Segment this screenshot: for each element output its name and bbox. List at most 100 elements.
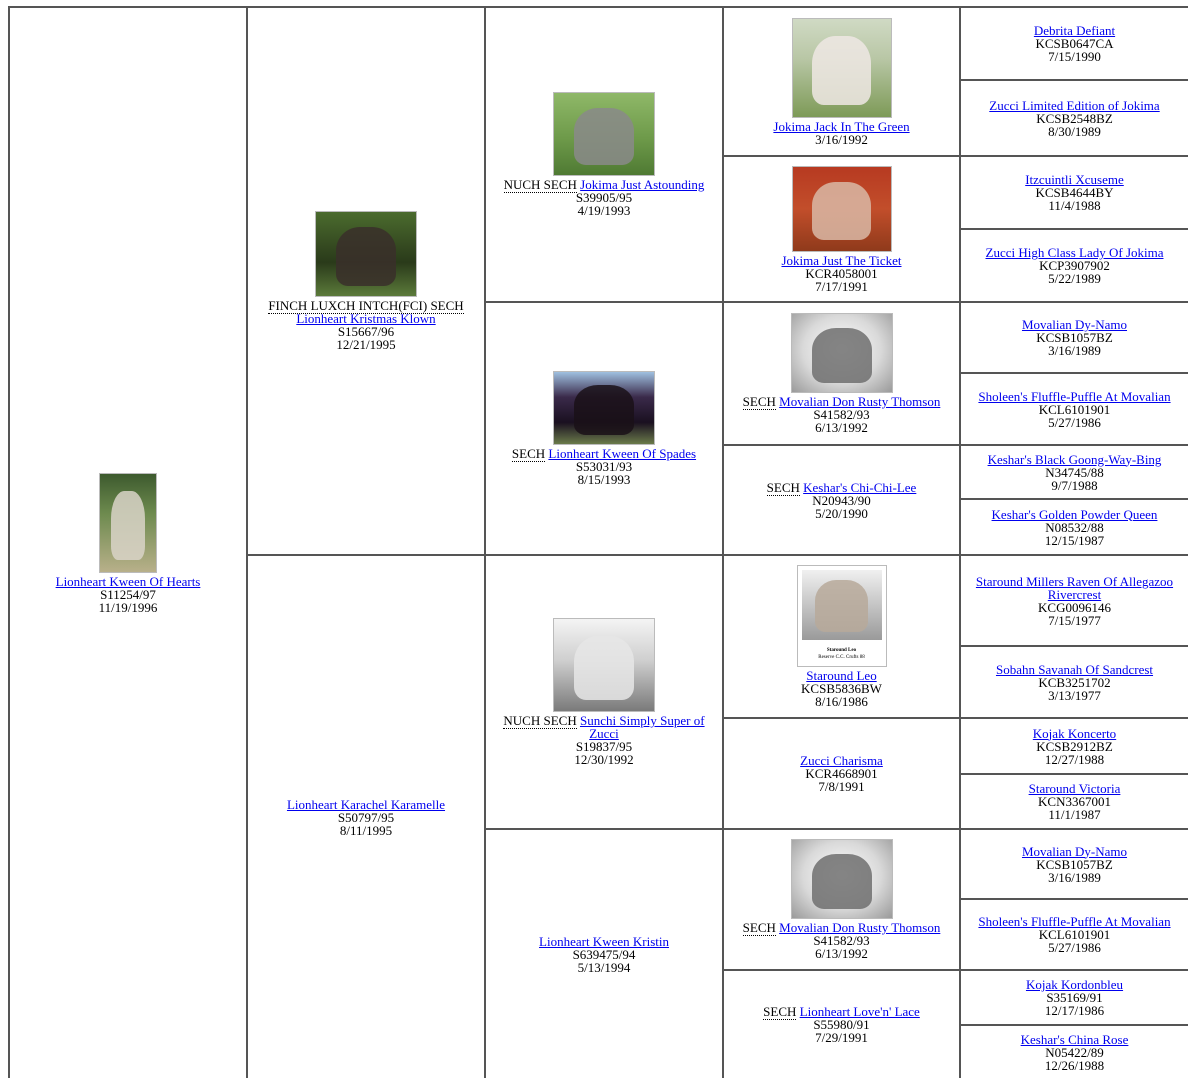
dog-name-link[interactable]: Lionheart Kristmas Klown: [296, 311, 436, 326]
registration-number: S11254/97: [100, 586, 156, 602]
dog-name-link[interactable]: Sholeen's Fluffle-Puffle At Movalian: [978, 914, 1171, 929]
row-divider: [484, 301, 1188, 303]
pedigree-gen1-cell: Lionheart Kween Of Hearts S11254/97 11/1…: [10, 8, 246, 1078]
dog-name-link[interactable]: Movalian Don Rusty Thomson: [779, 920, 941, 935]
birth-date: 12/30/1992: [574, 752, 634, 767]
table-border-left: [8, 6, 10, 1078]
birth-date: 5/13/1994: [577, 959, 631, 975]
birth-date: 7/29/1991: [815, 1030, 868, 1045]
title-abbreviation[interactable]: SECH: [763, 1004, 797, 1020]
dog-name-link[interactable]: Keshar's Chi-Chi-Lee: [803, 479, 917, 495]
birth-date: 7/15/1990: [1048, 49, 1101, 64]
dog-name-link[interactable]: Zucci High Class Lady Of Jokima: [985, 245, 1164, 260]
pedigree-gen5-cell: Sholeen's Fluffle-Puffle At Movalian KCL…: [961, 374, 1188, 444]
photo-caption: Staround Leo: [826, 648, 857, 653]
row-divider: [959, 645, 1188, 647]
title-abbreviation[interactable]: SECH: [742, 920, 776, 936]
dog-photo-icon[interactable]: [790, 839, 893, 919]
dog-photo-icon[interactable]: [99, 472, 157, 573]
pedigree-gen5-cell: Movalian Dy-Namo KCSB1057BZ 3/16/1989: [961, 303, 1188, 372]
registration-number: S35169/91: [1046, 990, 1103, 1005]
birth-date: 7/15/1977: [1048, 612, 1101, 628]
dog-photo-icon[interactable]: [790, 313, 893, 393]
registration-number: KCSB1057BZ: [1036, 330, 1113, 345]
dog-photo-icon[interactable]: [315, 211, 417, 297]
title-abbreviation[interactable]: SECH: [511, 446, 546, 462]
registration-number: KCSB2548BZ: [1036, 110, 1113, 126]
dog-name-link[interactable]: Itzcuintli Xcuseme: [1025, 172, 1124, 187]
dog-name-link[interactable]: Debrita Defiant: [1033, 23, 1116, 38]
row-divider: [722, 155, 1188, 157]
dog-photo-icon[interactable]: [553, 371, 655, 445]
dog-name-link[interactable]: Sunchi Simply Super of Zucci: [579, 713, 705, 741]
title-abbreviation[interactable]: SECH: [766, 479, 800, 496]
title-abbreviation[interactable]: NUCH SECH: [503, 713, 577, 729]
birth-date: 7/8/1991: [818, 779, 865, 794]
registration-number: S41582/93: [813, 407, 870, 422]
dog-name-link[interactable]: Lionheart Kween Of Hearts: [55, 573, 201, 589]
dog-photo-icon[interactable]: Staround Leo Reserve C.C. Crufts 88: [796, 565, 887, 667]
dog-name-link[interactable]: Keshar's Golden Powder Queen: [991, 506, 1158, 522]
pedigree-gen5-cell: Keshar's China Rose N05422/89 12/26/1988: [961, 1026, 1188, 1078]
birth-date: 8/15/1993: [577, 472, 631, 487]
dog-name-link[interactable]: Jokima Just Astounding: [580, 177, 705, 192]
dog-photo-icon[interactable]: [553, 92, 655, 176]
dog-name-link[interactable]: Staround Leo: [806, 668, 877, 683]
birth-date: 4/19/1993: [577, 203, 631, 218]
pedigree-gen5-cell: Kojak Kordonbleu S35169/91 12/17/1986: [961, 971, 1188, 1024]
dog-name-link[interactable]: Movalian Don Rusty Thomson: [779, 394, 941, 409]
row-divider: [722, 717, 1188, 719]
pedigree-gen3-cell: NUCH SECH Sunchi Simply Super of Zucci S…: [486, 556, 722, 828]
birth-date: 5/22/1989: [1048, 271, 1101, 286]
dog-name-link[interactable]: Jokima Jack In The Green: [773, 118, 910, 134]
registration-number: S53031/93: [575, 459, 633, 474]
birth-date: 5/20/1990: [815, 505, 868, 521]
dog-name-link[interactable]: Keshar's China Rose: [1020, 1031, 1129, 1047]
dog-name-link[interactable]: Movalian Dy-Namo: [1021, 317, 1128, 332]
pedigree-gen4-cell: Jokima Jack In The Green 3/16/1992: [724, 8, 959, 155]
dog-name-link[interactable]: Jokima Just The Ticket: [781, 252, 902, 268]
registration-number: KCSB0647CA: [1035, 36, 1114, 51]
registration-number: S39905/95: [575, 190, 633, 205]
pedigree-gen4-cell: SECH Keshar's Chi-Chi-Lee N20943/90 5/20…: [724, 446, 959, 554]
dog-name-link[interactable]: Lionheart Kween Of Spades: [548, 446, 697, 461]
title-abbreviation[interactable]: NUCH SECH: [503, 177, 577, 193]
birth-date: 12/17/1986: [1044, 1003, 1105, 1018]
registration-number: N08532/88: [1045, 519, 1104, 535]
table-border-top: [8, 6, 1188, 8]
dog-name-link[interactable]: Kojak Koncerto: [1032, 725, 1117, 741]
birth-date: 6/13/1992: [815, 946, 868, 961]
dog-name-link[interactable]: Movalian Dy-Namo: [1021, 843, 1128, 859]
dog-name-link[interactable]: Kojak Kordonbleu: [1025, 977, 1124, 992]
dog-name-link[interactable]: Keshar's Black Goong-Way-Bing: [987, 451, 1162, 467]
dog-name-link[interactable]: Lionheart Kween Kristin: [539, 933, 669, 949]
dog-name-link[interactable]: Sobahn Savanah Of Sandcrest: [995, 661, 1154, 677]
dog-name-link[interactable]: Staround Millers Raven Of Allegazoo Rive…: [975, 573, 1174, 602]
title-abbreviation[interactable]: SECH: [742, 394, 776, 410]
birth-date: 8/11/1995: [339, 822, 393, 838]
row-divider: [959, 372, 1188, 374]
title-abbreviation[interactable]: FINCH LUXCH INTCH(FCI) SECH: [268, 298, 464, 314]
dog-name-link[interactable]: Lionheart Love'n' Lace: [799, 1004, 920, 1019]
dog-photo-icon[interactable]: [791, 165, 892, 252]
pedigree-gen5-cell: Keshar's Golden Powder Queen N08532/88 1…: [961, 500, 1188, 554]
dog-name-link[interactable]: Zucci Charisma: [800, 753, 883, 768]
dog-name-link[interactable]: Zucci Limited Edition of Jokima: [989, 97, 1160, 113]
pedigree-gen4-cell: SECH Movalian Don Rusty Thomson S41582/9…: [724, 830, 959, 969]
pedigree-gen2-cell: Lionheart Karachel Karamelle S50797/95 8…: [248, 556, 484, 1078]
row-divider: [722, 444, 1188, 446]
dog-name-link[interactable]: Staround Victoria: [1028, 781, 1121, 796]
birth-date: 8/16/1986: [815, 694, 868, 709]
registration-number: S19837/95: [575, 739, 633, 754]
pedigree-gen2-cell: FINCH LUXCH INTCH(FCI) SECH Lionheart Kr…: [248, 8, 484, 554]
registration-number: KCL6101901: [1038, 927, 1111, 942]
dog-name-link[interactable]: Sholeen's Fluffle-Puffle At Movalian: [978, 388, 1171, 404]
pedigree-gen4-cell: Zucci Charisma KCR4668901 7/8/1991: [724, 719, 959, 828]
dog-photo-icon[interactable]: [791, 17, 892, 118]
dog-name-link[interactable]: Lionheart Karachel Karamelle: [286, 796, 446, 812]
dog-photo-icon[interactable]: [553, 618, 655, 712]
registration-number: S55980/91: [813, 1017, 870, 1032]
birth-date: 6/13/1992: [815, 420, 868, 435]
row-divider: [959, 498, 1188, 500]
row-divider: [246, 554, 1188, 556]
